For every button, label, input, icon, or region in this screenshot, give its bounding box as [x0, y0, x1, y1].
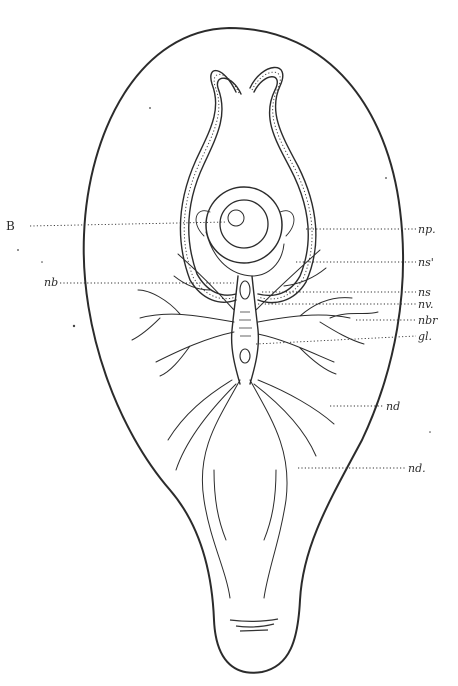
- posterior-mark: [230, 619, 278, 631]
- label-gl: gl.: [418, 330, 432, 343]
- label-np: np.: [418, 223, 436, 236]
- label-nv: nv.: [418, 298, 434, 311]
- label-ns-prime: ns': [418, 256, 434, 269]
- nerve-trunk: [232, 276, 259, 384]
- label-nd-upper: nd: [386, 400, 400, 413]
- lateral-nerves: [132, 250, 378, 376]
- label-B: B: [6, 219, 15, 233]
- label-nb: nb: [44, 276, 58, 289]
- body-outline: [84, 28, 403, 673]
- tentacle-canal: [180, 67, 315, 302]
- label-nd-lower: nd.: [408, 462, 426, 475]
- eye-structure: [196, 187, 294, 276]
- paper-specks: [17, 107, 431, 433]
- leader-lines: [30, 222, 416, 468]
- descending-nerves: [168, 380, 334, 598]
- label-nbr: nbr: [418, 314, 438, 327]
